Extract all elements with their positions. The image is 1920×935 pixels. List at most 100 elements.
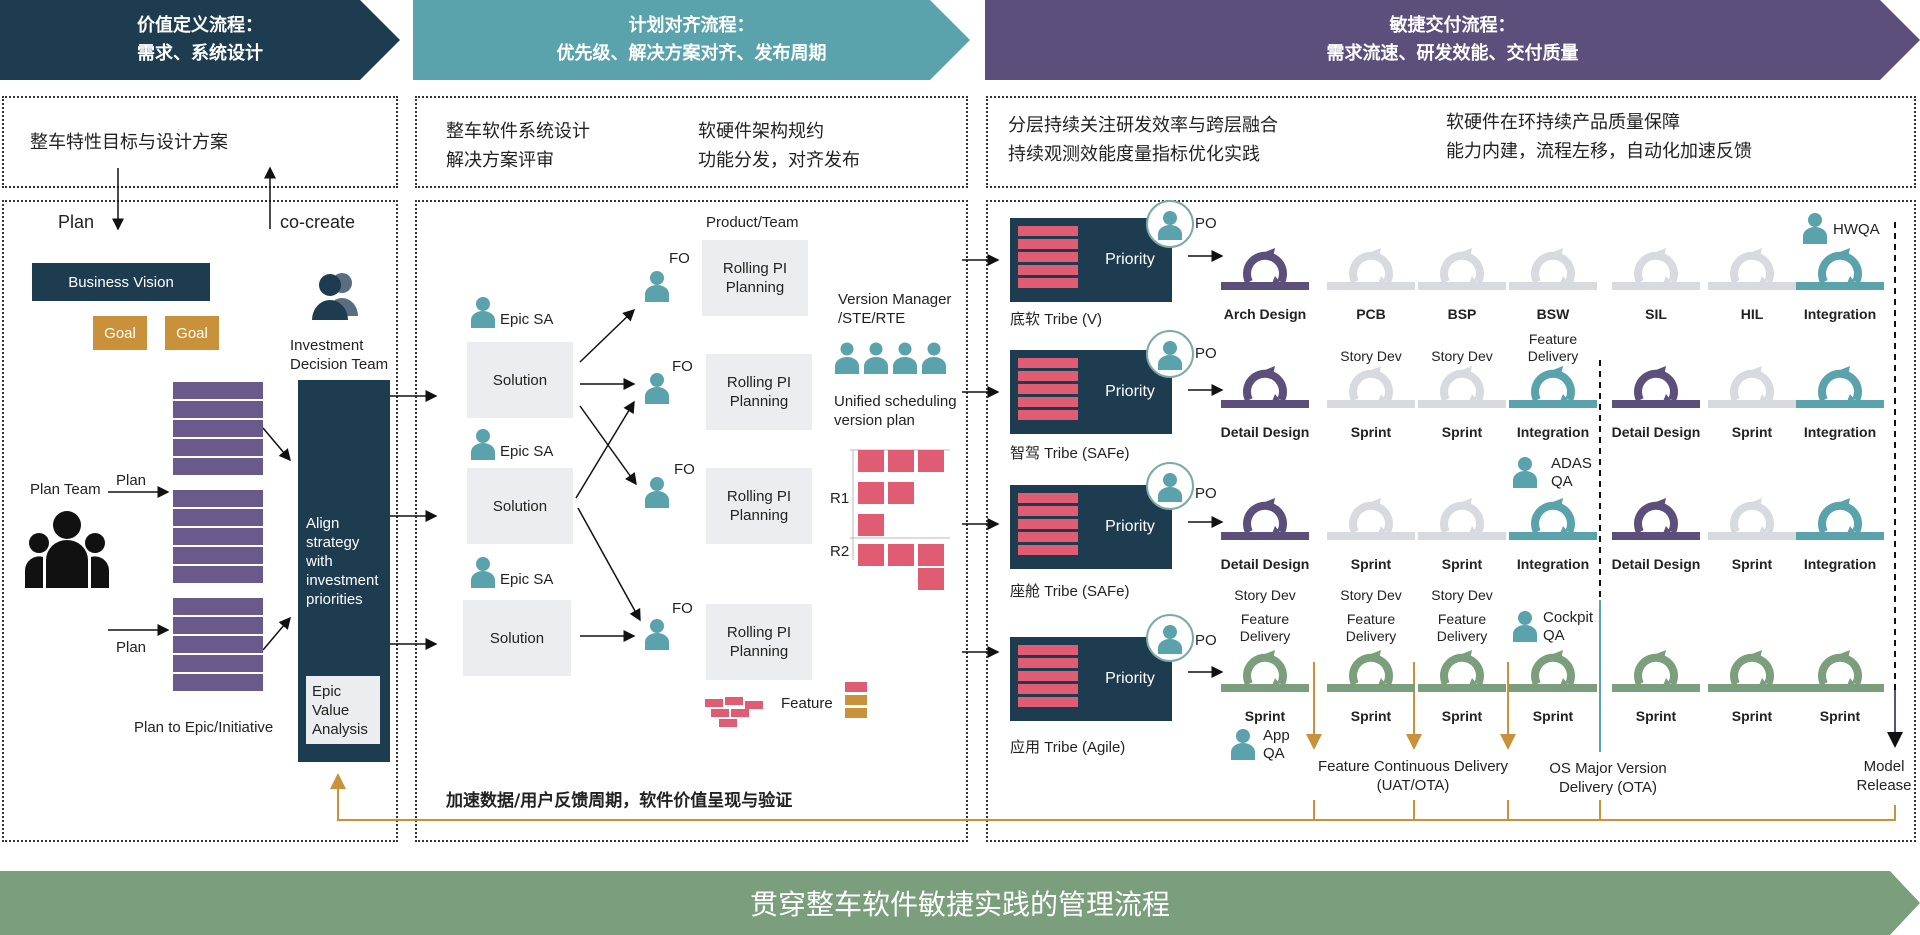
story-dev-label: Story Dev xyxy=(1234,587,1296,603)
workstep-cycle-icon xyxy=(1418,248,1506,290)
workstep-label: Integration xyxy=(1803,556,1877,572)
priority-label: Priority xyxy=(1105,670,1155,687)
workstep-cycle-icon xyxy=(1708,498,1796,540)
workstep-cycle-icon xyxy=(1509,650,1597,692)
cocreate-label: co-create xyxy=(280,212,356,232)
epic-stack-3 xyxy=(173,598,263,693)
summary-col3-l2: 持续观测效能度量指标优化实践 xyxy=(1008,144,1260,165)
plan-label-a: Plan xyxy=(116,472,147,489)
priority-label: Priority xyxy=(1105,518,1155,535)
header-title: 敏捷交付流程： xyxy=(1389,15,1516,36)
summary-col3-l1: 分层持续关注研发效率与跨层融合 xyxy=(1008,115,1278,136)
panel-left xyxy=(2,200,398,842)
workstep-label: SIL xyxy=(1645,306,1667,322)
priority-box-4: Priority xyxy=(1010,637,1172,721)
release-plan-grid xyxy=(858,450,948,590)
solution-box-2: Solution xyxy=(467,468,573,544)
adas-qa-label: ADAS QA xyxy=(1551,455,1592,490)
workstep-label: Sprint xyxy=(1731,424,1773,440)
panel-right xyxy=(986,200,1916,842)
summary-col2-l1: 整车软件系统设计 xyxy=(446,121,590,142)
epic-stack-2 xyxy=(173,490,263,585)
person-icon xyxy=(645,619,669,650)
person-icon xyxy=(471,557,495,588)
summary-box-2 xyxy=(415,96,968,188)
plan-team-label: Plan Team xyxy=(30,481,101,498)
epic-sa-label-3: Epic SA xyxy=(500,571,554,588)
person-icon xyxy=(1803,213,1827,244)
header-subtitle: 需求流速、研发效能、交付质量 xyxy=(1326,43,1579,64)
os-major-version-label: OS Major Version Delivery (OTA) xyxy=(1549,760,1667,796)
workstep-cycle-icon xyxy=(1708,650,1796,692)
feature-delivery-label: Feature Delivery xyxy=(1527,331,1579,364)
workstep-label: Detail Design xyxy=(1611,556,1701,572)
workstep-cycle-icon xyxy=(1612,650,1700,692)
header-subtitle: 需求、系统设计 xyxy=(137,43,263,64)
feature-delivery-label: Feature Delivery xyxy=(1239,611,1291,644)
feedback-note: 加速数据/用户反馈周期，软件价值呈现与验证 xyxy=(446,791,793,811)
workstep-cycle-icon xyxy=(1221,366,1309,408)
header-agile-delivery: 敏捷交付流程： 需求流速、研发效能、交付质量 xyxy=(985,0,1920,80)
priority-box-1: Priority xyxy=(1010,218,1172,302)
header-title: 计划对齐流程： xyxy=(628,15,755,36)
epic-sa-label-1: Epic SA xyxy=(500,311,554,328)
goal-box-1: Goal xyxy=(93,316,147,350)
workstep-label: Integration xyxy=(1516,424,1590,440)
feature-delivery-label: Feature Delivery xyxy=(1345,611,1397,644)
epic-stack-1 xyxy=(173,382,263,477)
workstep-label: PCB xyxy=(1356,306,1386,322)
workstep-cycle-icon xyxy=(1796,498,1884,540)
business-vision-box: Business Vision xyxy=(32,263,210,301)
workstep-cycle-icon xyxy=(1612,498,1700,540)
workstep-cycle-icon xyxy=(1221,650,1309,692)
epic-sa-label-2: Epic SA xyxy=(500,443,554,460)
priority-box-2: Priority xyxy=(1010,350,1172,434)
workstep-cycle-icon xyxy=(1327,498,1415,540)
feature-blocks-icon xyxy=(705,697,763,727)
story-dev-label: Story Dev xyxy=(1431,587,1493,603)
summary-col1: 整车特性目标与设计方案 xyxy=(30,132,228,153)
workstep-cycle-icon xyxy=(1221,248,1309,290)
rolling-pi-box-3: Rolling PI Planning xyxy=(706,468,812,544)
workstep-label: Sprint xyxy=(1350,424,1392,440)
person-icon xyxy=(645,373,669,404)
tribe-label-1: 底软 Tribe (V) xyxy=(1010,311,1102,328)
workstep-label: Sprint xyxy=(1731,556,1773,572)
summary-box-3 xyxy=(986,96,1916,188)
priority-label: Priority xyxy=(1105,383,1155,400)
workstep-label: Sprint xyxy=(1441,556,1483,572)
version-manager-label: Version Manager /STE/RTE xyxy=(838,291,952,327)
person-icon xyxy=(1513,457,1537,488)
po-avatar xyxy=(1146,462,1194,510)
epic-value-box: Epic Value Analysis xyxy=(306,676,380,744)
story-dev-label: Story Dev xyxy=(1340,348,1402,364)
plan-label: Plan xyxy=(58,212,95,232)
person-icon xyxy=(1231,729,1255,760)
bottom-banner-title: 贯穿整车软件敏捷实践的管理流程 xyxy=(749,888,1170,921)
plan-label-b: Plan xyxy=(116,639,147,656)
team-people-icons xyxy=(834,342,946,374)
panel-mid xyxy=(415,200,968,842)
po-label-2: PO xyxy=(1195,345,1217,362)
story-dev-label: Story Dev xyxy=(1340,587,1402,603)
plan-team-icon xyxy=(25,511,109,588)
model-release-label: Model Release xyxy=(1856,758,1912,794)
workstep-label: Sprint xyxy=(1532,708,1574,724)
workstep-cycle-icon xyxy=(1708,248,1796,290)
person-icon xyxy=(1513,611,1537,642)
release-r1-label: R1 xyxy=(830,490,850,507)
summary-col2-l2: 解决方案评审 xyxy=(446,150,554,171)
po-avatar xyxy=(1146,330,1194,378)
workstep-cycle-icon xyxy=(1796,366,1884,408)
tribe-label-3: 座舱 Tribe (SAFe) xyxy=(1010,583,1130,600)
workstep-cycle-icon xyxy=(1796,248,1884,290)
workstep-label: BSW xyxy=(1536,306,1570,322)
workstep-cycle-icon xyxy=(1327,366,1415,408)
workstep-cycle-icon xyxy=(1509,498,1597,540)
person-icon xyxy=(645,477,669,508)
workstep-cycle-icon xyxy=(1327,248,1415,290)
workstep-label: Sprint xyxy=(1441,708,1483,724)
rolling-pi-box-1: Rolling PI Planning xyxy=(702,240,808,316)
workstep-cycle-icon xyxy=(1418,498,1506,540)
